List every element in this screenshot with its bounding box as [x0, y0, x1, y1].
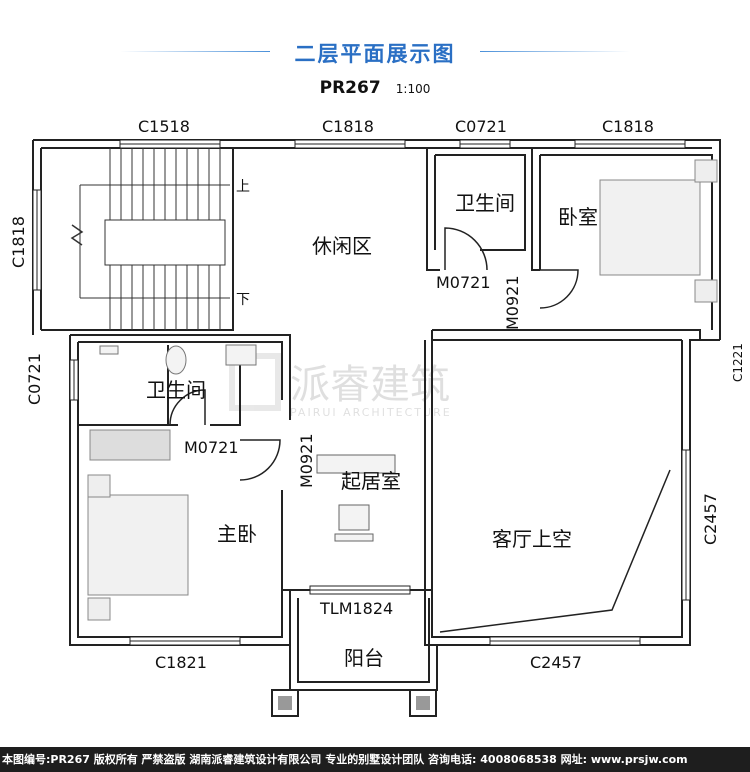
- floor-plan: 派睿建筑 PAIRUI ARCHITECTURE: [9, 117, 745, 717]
- nightstand-icon: [87, 597, 111, 621]
- room-bath-left: 卫生间: [146, 378, 206, 402]
- room-living: 起居室: [341, 469, 401, 493]
- sink-icon: [225, 344, 257, 366]
- desk-icon: [334, 533, 374, 542]
- label-m0921-top: M0921: [503, 275, 522, 330]
- door-m0921-top: [539, 269, 579, 309]
- stair-landing: [104, 219, 226, 266]
- bedroom-inner: [540, 154, 713, 330]
- bath-top-wall: [435, 154, 526, 251]
- monitor-icon: [338, 504, 370, 531]
- nightstand-icon: [694, 279, 718, 303]
- bed-bedroom-icon: [599, 179, 701, 276]
- wardrobe-icon: [89, 429, 171, 461]
- door-m0721-top: [444, 227, 488, 271]
- bedroom-wall-left: [531, 148, 540, 271]
- room-master: 主卧: [217, 522, 257, 546]
- label-c1821: C1821: [155, 653, 207, 672]
- void-railing: [439, 469, 671, 633]
- balcony-inner: [297, 598, 430, 683]
- plan-code: PR267: [319, 78, 381, 98]
- void-outer: [424, 339, 700, 646]
- label-m0721-left: M0721: [184, 438, 239, 457]
- balcony-post-right-fill: [416, 696, 430, 710]
- label-c1518: C1518: [138, 117, 190, 136]
- title-line-left: [120, 51, 270, 52]
- subtitle: PR267 1:100: [0, 78, 750, 98]
- watermark-name: 派睿建筑: [290, 362, 450, 408]
- tv-cabinet-icon: [316, 454, 396, 474]
- void-inner: [431, 340, 683, 638]
- label-c1818-left: C1818: [9, 216, 28, 268]
- stair-label-up: 上: [236, 179, 250, 195]
- watermark-sub: PAIRUI ARCHITECTURE: [290, 406, 452, 419]
- label-c0721-left: C0721: [25, 353, 44, 405]
- title-row: 二层平面展示图: [0, 34, 750, 70]
- stair-break-icon: [70, 224, 84, 246]
- watermark: 派睿建筑 PAIRUI ARCHITECTURE: [229, 353, 452, 419]
- page-title: 二层平面展示图: [294, 42, 456, 66]
- label-m0721-top: M0721: [436, 273, 491, 292]
- toilet-icon: [165, 345, 187, 375]
- footer-bar: 本图编号:PR267 版权所有 严禁盗版 湖南派睿建筑设计有限公司 专业的别墅设…: [0, 747, 750, 772]
- room-bedroom: 卧室: [558, 205, 598, 229]
- shower-icon: [99, 345, 119, 355]
- bath-left-inner: [78, 341, 283, 400]
- wall-top-right: [33, 139, 721, 340]
- door-m0921-left: [239, 439, 281, 481]
- nightstand-icon: [87, 474, 111, 498]
- nightstand-icon: [694, 159, 718, 183]
- title-line-right: [480, 51, 630, 52]
- room-leisure: 休闲区: [312, 234, 372, 258]
- stair-treads-top: [109, 148, 221, 220]
- bath-top-wall-left: [426, 148, 440, 271]
- label-tlm1824: TLM1824: [319, 599, 393, 618]
- label-c1818-top: C1818: [322, 117, 374, 136]
- label-m0921-left: M0921: [297, 433, 316, 488]
- balcony-wall: [289, 645, 438, 691]
- bath-left-bottom: [78, 345, 241, 426]
- label-c0721-top: C0721: [455, 117, 507, 136]
- door-m0721-left: [169, 389, 206, 426]
- bath-left-top: [70, 334, 291, 420]
- staircase: [70, 148, 230, 330]
- label-c1818-right: C1818: [602, 117, 654, 136]
- room-balcony: 阳台: [344, 646, 384, 670]
- label-c2457-bottom: C2457: [530, 653, 582, 672]
- label-c2457-right: C2457: [701, 493, 720, 545]
- stair-label-down: 下: [236, 292, 250, 308]
- label-edge-cut: C1221: [731, 343, 745, 382]
- room-bath-top: 卫生间: [455, 191, 515, 215]
- stair-wall: [41, 148, 234, 331]
- bed-master-icon: [87, 494, 189, 596]
- room-void: 客厅上空: [492, 527, 572, 551]
- balcony-post-left-fill: [278, 696, 292, 710]
- bedroom-bottom: [525, 329, 701, 340]
- plan-scale: 1:100: [395, 82, 431, 96]
